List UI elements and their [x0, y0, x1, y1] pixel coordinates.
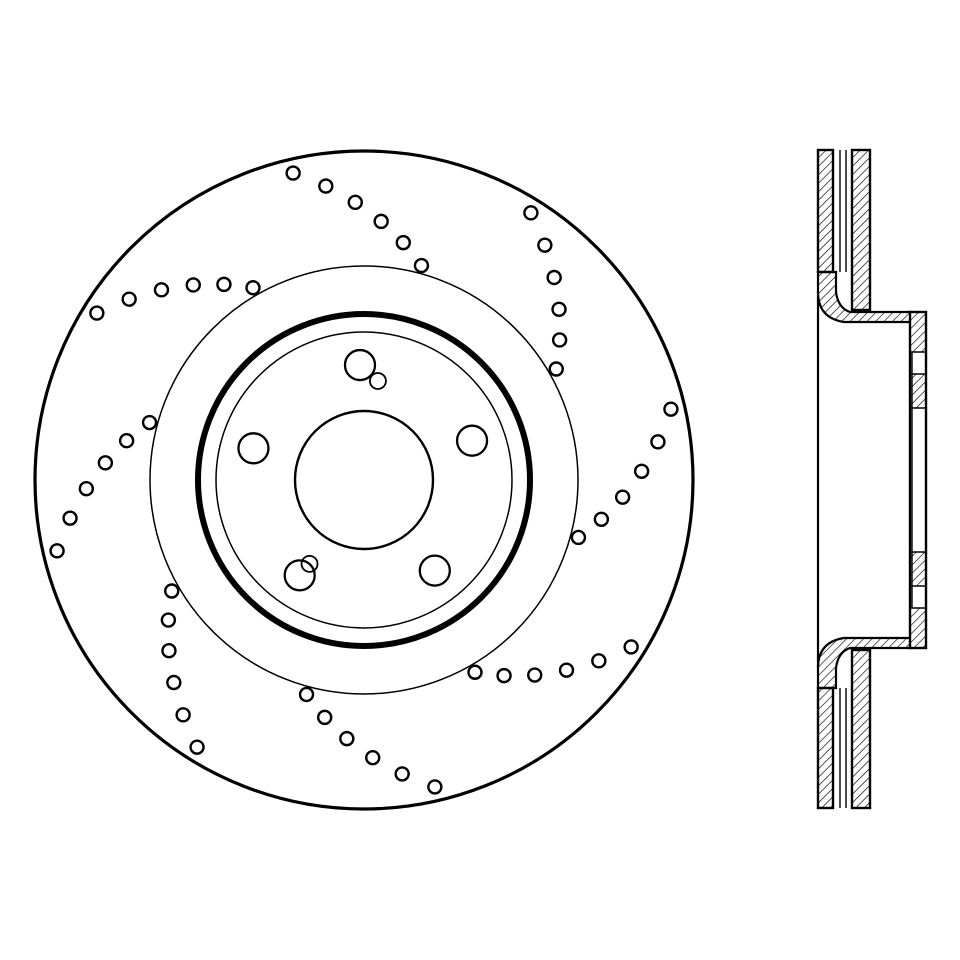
drill-hole [285, 165, 301, 181]
hub-mounting-face [215, 331, 513, 629]
drill-hole [523, 205, 539, 221]
center-bore [293, 409, 435, 551]
rotor-side-section-view [816, 148, 928, 810]
rotor-front-view [33, 149, 695, 811]
drill-hole-pattern [49, 165, 679, 795]
inner-plate-top-section [850, 148, 872, 312]
flange-hatch-top [909, 311, 927, 353]
hat-outer-edge [195, 311, 533, 649]
lug-hole [237, 432, 270, 465]
outer-plate-top-section [816, 148, 835, 274]
drill-hole [537, 237, 553, 253]
drill-hole [551, 332, 568, 348]
drill-hole [623, 639, 639, 655]
drill-hole [650, 434, 666, 450]
drill-hole [78, 481, 95, 497]
drill-hole [339, 730, 355, 747]
drill-hole [365, 749, 381, 766]
drill-hole [663, 401, 679, 417]
drill-hole [394, 766, 410, 782]
drill-hole [395, 234, 411, 251]
drill-hole [161, 643, 177, 659]
drill-hole [527, 667, 543, 683]
drill-hole [164, 583, 180, 599]
lug-hole [455, 424, 489, 457]
pin-hole-group [300, 372, 387, 573]
drill-hole [591, 653, 607, 669]
rotor-outer-edge [33, 149, 695, 811]
flange-hatch-lower-mid [909, 551, 927, 587]
drill-hole [185, 277, 201, 293]
drill-hole [558, 662, 575, 678]
friction-ring-inner-edge [149, 265, 579, 695]
drill-hole [548, 361, 564, 377]
pin-hole [300, 554, 319, 573]
drill-hole [546, 269, 562, 286]
lug-hole [283, 559, 316, 592]
drill-hole [216, 276, 232, 293]
drill-hole [427, 779, 443, 795]
drill-hole [593, 511, 610, 527]
drill-hole [49, 543, 65, 559]
drill-hole [413, 257, 430, 274]
lug-hole [418, 554, 451, 587]
drill-hole [121, 291, 137, 307]
drill-hole [614, 489, 631, 505]
lug-hole-group [237, 348, 489, 592]
drill-hole [89, 305, 105, 321]
drill-hole [496, 667, 512, 684]
drill-hole [166, 674, 182, 691]
drill-hole [373, 213, 389, 230]
lug-hole [343, 348, 377, 382]
drill-hole [160, 612, 177, 628]
flange-hatch-bottom [909, 607, 927, 649]
flange-hatch-upper-mid [909, 373, 927, 409]
drill-hole [62, 510, 78, 526]
drill-hole [467, 664, 483, 680]
inner-plate-bottom-section [850, 648, 872, 810]
drill-hole [141, 414, 158, 431]
drill-hole [347, 194, 363, 211]
drill-hole [298, 686, 315, 703]
drill-hole [570, 529, 587, 546]
drill-hole [97, 455, 114, 471]
drill-hole [245, 280, 261, 296]
drill-hole [317, 709, 333, 726]
drill-hole [118, 433, 135, 449]
outer-plate-bottom-section [816, 686, 835, 810]
drill-hole [189, 739, 205, 755]
drill-hole [175, 707, 191, 723]
drill-hole [318, 178, 334, 194]
drill-hole [153, 282, 170, 298]
drill-hole [633, 463, 650, 479]
drill-hole [551, 301, 567, 317]
pin-hole [369, 372, 387, 390]
